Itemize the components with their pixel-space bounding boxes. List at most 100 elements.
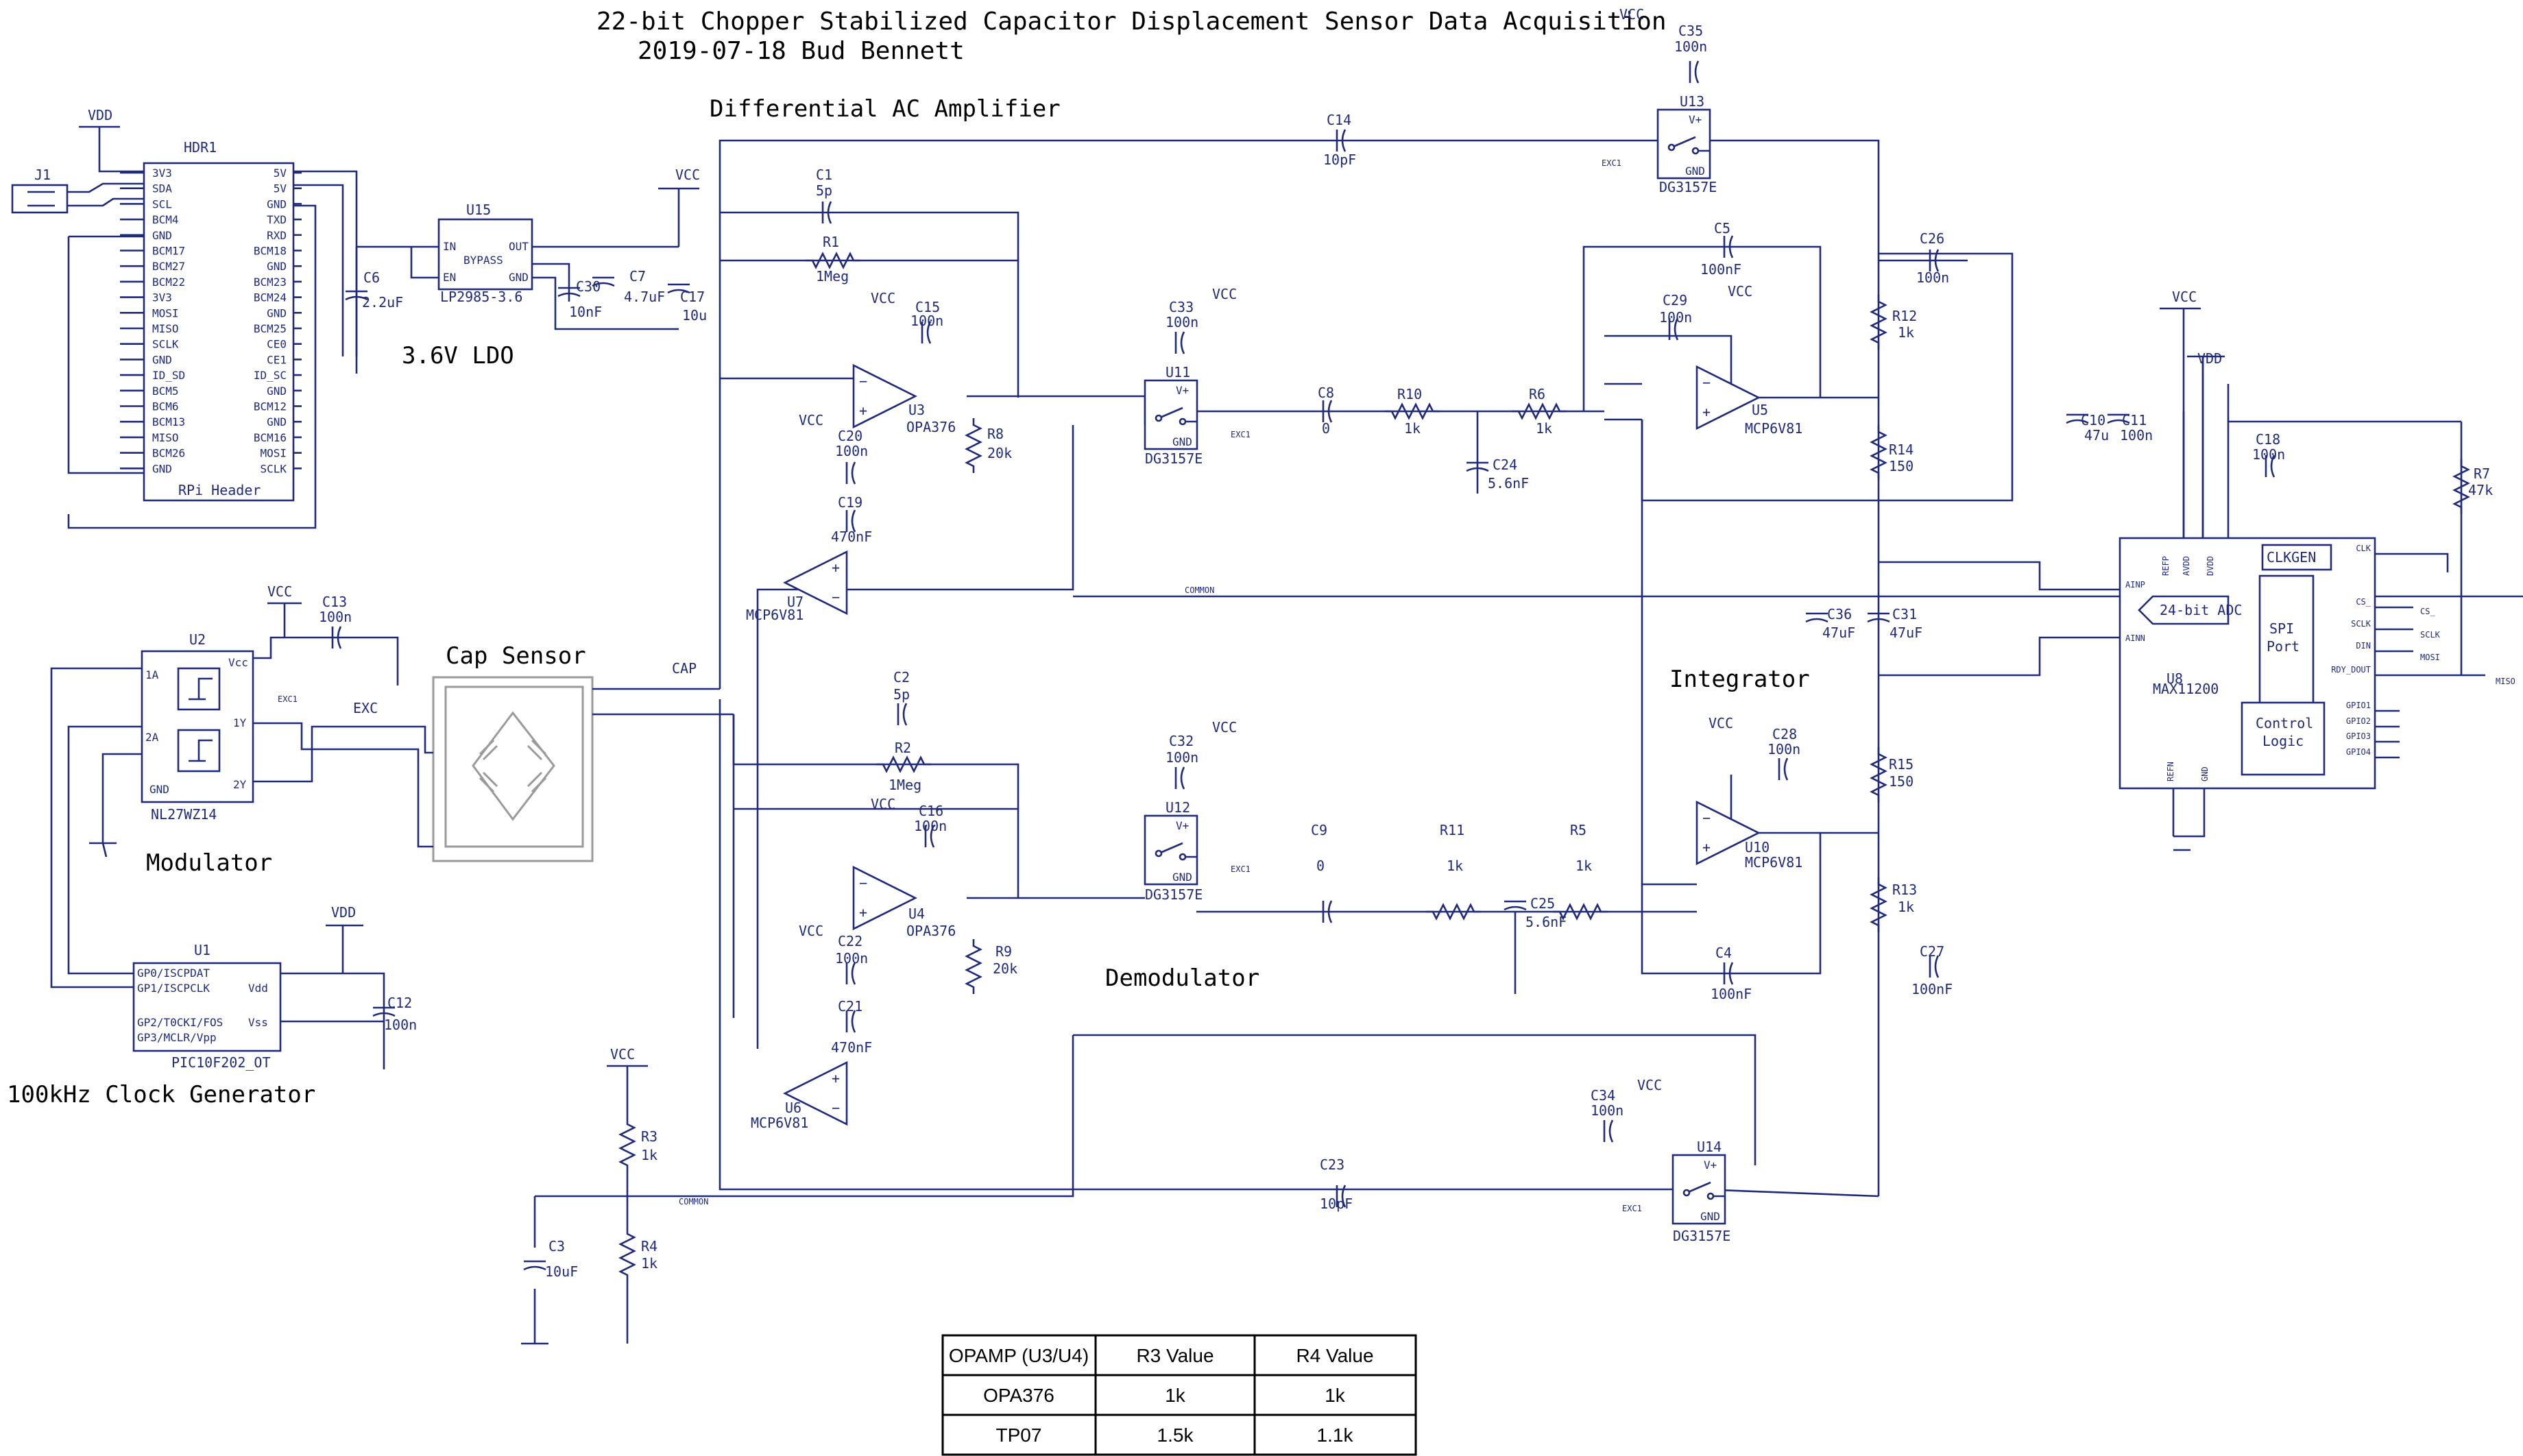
switch-pin-vplus: V+ — [1176, 819, 1189, 832]
component-ref: C14 — [1327, 112, 1351, 128]
hdr1-pin-left: BCM27 — [152, 260, 185, 273]
vcc-label-u7: VCC — [799, 412, 823, 428]
section-demodulator: Demodulator — [1105, 964, 1259, 992]
component-value: 1k — [1404, 420, 1421, 437]
component-value: 20k — [987, 445, 1012, 461]
svg-text:+: + — [859, 904, 867, 921]
switch-u11: V+GND — [1144, 379, 1198, 450]
hdr1-pin-right: GND — [267, 306, 287, 319]
net-sclk-adc: SCLK — [2420, 630, 2441, 640]
opamp-u3: −+ — [852, 363, 917, 429]
vcc-label-u14: VCC — [1637, 1077, 1662, 1093]
component-ref: R1 — [823, 234, 839, 250]
hdr1-pin-left: MISO — [152, 431, 179, 444]
net-cap: CAP — [672, 660, 697, 677]
hdr1-pin-left: BCM5 — [152, 385, 179, 398]
component-ref: C18 — [2256, 431, 2280, 448]
u1-pin-gp0: GP0/ISCPDAT — [137, 967, 210, 980]
component-value: 5p — [816, 182, 832, 199]
hdr1-pin-left: BCM13 — [152, 415, 185, 428]
component-ref: C24 — [1493, 457, 1517, 473]
component-value: 1k — [641, 1147, 657, 1163]
u8-pin-right: CS_ — [2356, 597, 2371, 607]
hdr1-pin-left: MOSI — [152, 306, 179, 319]
hdr1-pin-left: BCM22 — [152, 276, 185, 289]
component-ref: R13 — [1892, 882, 1917, 898]
component-value: 470nF — [831, 1039, 872, 1056]
u8-pin-ainp: AINP — [2125, 580, 2145, 590]
opamp-u10: −+ — [1695, 800, 1761, 866]
component-value: 100n — [835, 443, 868, 459]
u10-name: MCP6V81 — [1745, 854, 1802, 871]
component-ref: C29 — [1663, 292, 1687, 308]
switch-pin-vplus: V+ — [1704, 1158, 1717, 1172]
u14-name: DG3157E — [1673, 1228, 1730, 1244]
net-exc1-u12: EXC1 — [1231, 864, 1251, 874]
hdr1-pin-right: GND — [267, 197, 287, 210]
component-ref: C3 — [548, 1238, 565, 1254]
opamp-u6: +− — [783, 1060, 848, 1126]
u1-pin-vss: Vss — [248, 1016, 268, 1029]
component-ref: R9 — [995, 943, 1012, 960]
net-exc: EXC — [353, 700, 378, 716]
hdr1-pin-right: BCM18 — [254, 245, 287, 258]
component-value: 1k — [1447, 858, 1463, 874]
svg-text:+: + — [832, 1070, 840, 1087]
capacitor-c6: C62.2uF — [345, 269, 403, 311]
u15-pin-gnd: GND — [509, 271, 529, 284]
cap-sensor-bridge — [432, 676, 594, 862]
net-exc1-u2: EXC1 — [278, 694, 298, 704]
component-ref: C22 — [838, 933, 862, 949]
component-value: 100nF — [1911, 981, 1953, 997]
component-value: 10pF — [1323, 151, 1356, 168]
hdr1-pin-right: BCM16 — [254, 431, 287, 444]
vcc-label-u11: VCC — [1212, 286, 1237, 302]
component-value: 47k — [2468, 482, 2493, 498]
u7-ref: U7 — [787, 594, 804, 610]
section-diff-amp: Differential AC Amplifier — [710, 95, 1061, 123]
opamp-u4: −+ — [852, 865, 917, 931]
component-ref: R4 — [641, 1238, 657, 1254]
component-value: 470nF — [831, 529, 872, 545]
capacitor-c9: C90 — [1311, 822, 1333, 923]
hdr1-pin-right: BCM24 — [254, 291, 287, 304]
component-ref: C12 — [387, 995, 412, 1011]
component-ref: R7 — [2474, 465, 2490, 482]
hdr1-pin-right: BCM25 — [254, 322, 287, 335]
vcc-label-u10: VCC — [1709, 715, 1733, 731]
u1-name: PIC10F202_OT — [171, 1054, 271, 1071]
u8-name: MAX11200 — [2153, 681, 2219, 697]
switch-pin-vplus: V+ — [1176, 384, 1189, 397]
component-ref: R11 — [1440, 822, 1464, 838]
hdr1-pin-left: 3V3 — [152, 291, 172, 304]
component-ref: C33 — [1169, 299, 1194, 315]
hdr1-pin-left: BCM6 — [152, 400, 179, 413]
switch-pin-vplus: V+ — [1689, 113, 1702, 126]
u8-pin-right: RDY_DOUT — [2331, 665, 2371, 675]
vcc-label-u12: VCC — [1212, 719, 1237, 736]
u2-pin-1a: 1A — [145, 668, 159, 681]
u8-pin-top: REFP — [2161, 556, 2171, 576]
hdr1-pin-right: CE1 — [267, 353, 287, 366]
capacitor-c14: C14 10pF — [1323, 112, 1356, 168]
opamp-u5: −+ — [1695, 365, 1761, 430]
hdr1-pin-left: SCLK — [152, 338, 179, 351]
hdr1-ref: HDR1 — [184, 139, 217, 156]
hdr1-pin-left: ID_SD — [152, 369, 185, 382]
component-value: 1k — [1576, 858, 1592, 874]
resistor-r11: R11 1k — [1426, 822, 1481, 921]
